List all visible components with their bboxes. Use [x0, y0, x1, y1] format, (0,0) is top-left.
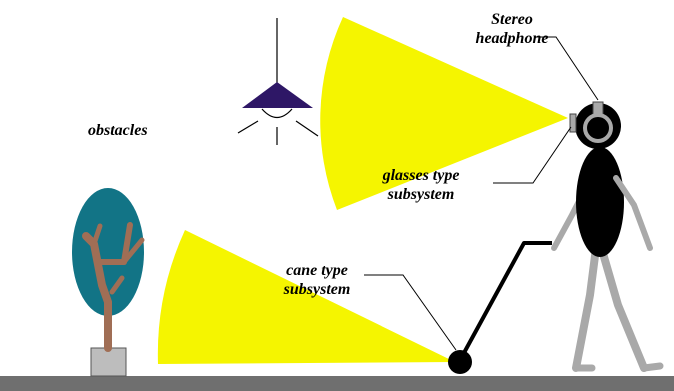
ground-bar — [0, 376, 674, 391]
person-back-leg — [572, 244, 600, 372]
stereo-headphone-label: Stereo headphone — [462, 10, 562, 48]
person-torso — [576, 147, 624, 257]
person-front-leg — [598, 246, 648, 372]
glasses-subsystem-label-line2: subsystem — [387, 186, 455, 203]
glasses-sensor-beam — [320, 17, 568, 210]
cane-subsystem-label-line2: subsystem — [283, 281, 351, 298]
cane-subsystem-label-line1: cane type — [286, 262, 348, 279]
obstacles-label: obstacles — [88, 122, 148, 139]
headphone-leader-line — [535, 36, 599, 101]
glasses-subsystem-label-line1: glasses type — [382, 167, 460, 184]
ceiling-lamp-icon — [237, 18, 319, 145]
glasses-sensor-icon — [569, 113, 577, 133]
tree-pot — [90, 347, 127, 377]
stereo-headphone-label-line1: Stereo — [491, 11, 533, 28]
tree-crown — [72, 188, 144, 316]
person-front-arm — [613, 175, 653, 251]
stereo-headphone-label-line2: headphone — [475, 30, 549, 47]
cane-sensor-beam — [157, 230, 455, 364]
cane-subsystem-label: cane type subsystem — [262, 261, 372, 299]
tree-trunk — [82, 222, 145, 352]
cane-icon — [448, 241, 552, 374]
cane-leader-line — [364, 274, 457, 351]
person-figure — [551, 103, 664, 372]
glasses-leader-line — [493, 126, 572, 184]
glasses-subsystem-label: glasses type subsystem — [356, 166, 486, 204]
headphone-icon — [583, 101, 613, 143]
tree-obstacle-icon — [72, 188, 145, 377]
